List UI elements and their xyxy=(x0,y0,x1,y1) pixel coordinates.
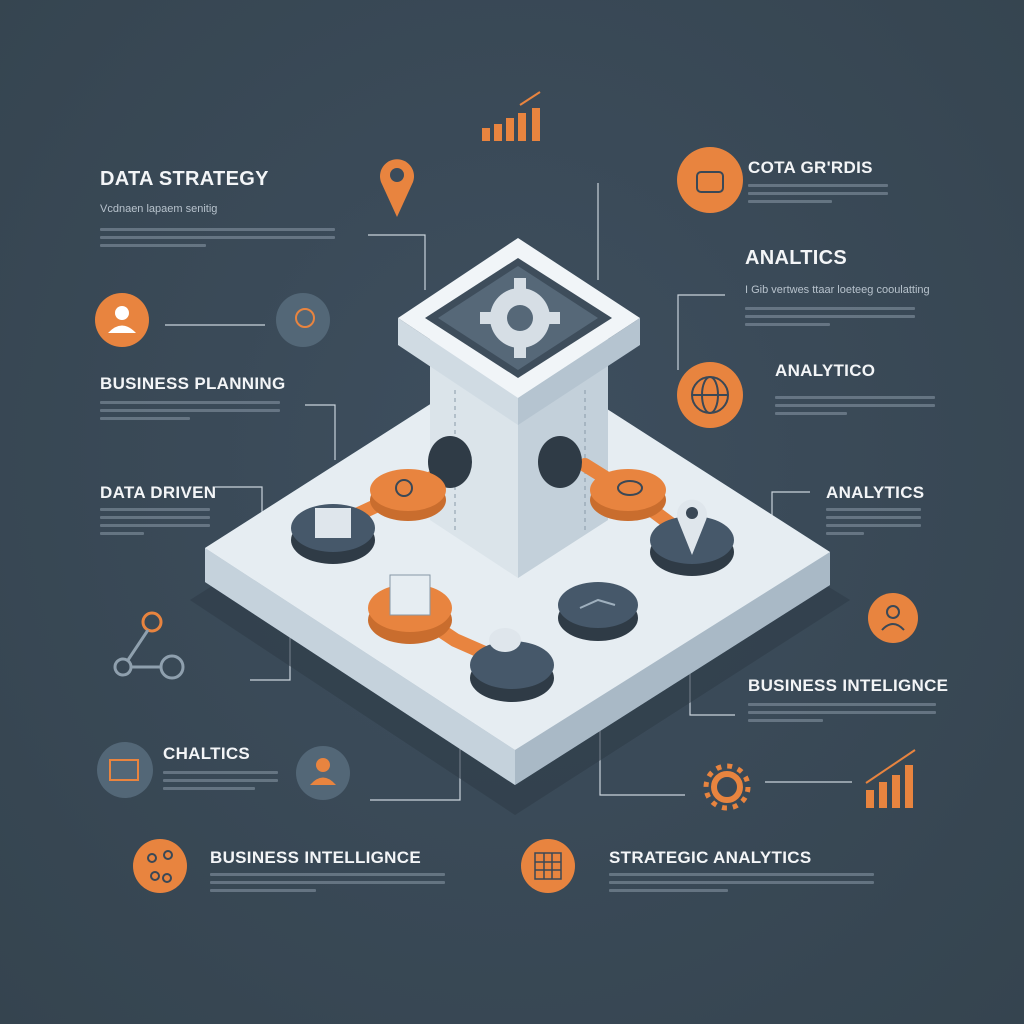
disc-server xyxy=(291,504,375,564)
section-subtitle: I Gib vertwes ttaar loeteeg cooulatting xyxy=(745,284,930,296)
grid-table-icon xyxy=(521,839,575,893)
user-icon-right xyxy=(868,593,918,643)
disc-database xyxy=(590,469,666,521)
disc-storage xyxy=(470,628,554,702)
section-title: BUSINESS PLANNING xyxy=(100,374,286,393)
team-icon xyxy=(677,147,743,213)
section-title: ANALYTICS xyxy=(826,483,925,502)
section-title: ANALTICS xyxy=(745,247,848,269)
section-body xyxy=(826,508,921,540)
disc-network xyxy=(558,582,638,641)
section-body xyxy=(100,228,335,252)
disc-search xyxy=(370,469,446,521)
section-title: DATA STRATEGY xyxy=(100,168,269,190)
gear-icon xyxy=(480,278,560,358)
disc-nodes xyxy=(291,469,734,702)
section-title: BUSINESS INTELLIGNCE xyxy=(210,848,421,867)
section-title: DATA DRIVEN xyxy=(100,483,217,502)
disc-location xyxy=(650,499,734,576)
section-body xyxy=(745,307,915,331)
disc-cube xyxy=(368,574,452,644)
pipe-right xyxy=(538,436,582,488)
network-icon xyxy=(113,611,185,680)
globe-icon xyxy=(677,362,743,428)
network-icon-bottom xyxy=(133,839,187,893)
pipe-left xyxy=(428,436,472,488)
section-title: ANALYTICO xyxy=(775,361,876,380)
section-body xyxy=(748,703,936,727)
section-title: STRATEGIC ANALYTICS xyxy=(609,848,812,867)
bar-chart-icon-bottom xyxy=(865,749,916,808)
section-body xyxy=(100,508,210,540)
section-title: CHALTICS xyxy=(163,744,251,763)
section-body xyxy=(210,873,445,897)
section-body xyxy=(748,184,888,208)
section-subtitle: Vcdnaen lapaem senitig xyxy=(100,203,218,215)
section-body xyxy=(609,873,874,897)
section-title: COTA GR'RDIS xyxy=(748,158,873,177)
presentation-board-icon xyxy=(97,742,153,798)
bar-chart-icon-top xyxy=(482,91,541,141)
user-icon xyxy=(95,293,149,347)
section-title: BUSINESS INTELIGNCE xyxy=(748,676,949,695)
section-body xyxy=(100,401,280,425)
gear-icon-bottom xyxy=(703,763,751,811)
section-body xyxy=(775,396,935,420)
section-body xyxy=(163,771,278,795)
user-icon-bottom xyxy=(296,746,350,800)
location-pin-icon xyxy=(379,159,414,217)
analytics-head-icon xyxy=(276,293,330,347)
